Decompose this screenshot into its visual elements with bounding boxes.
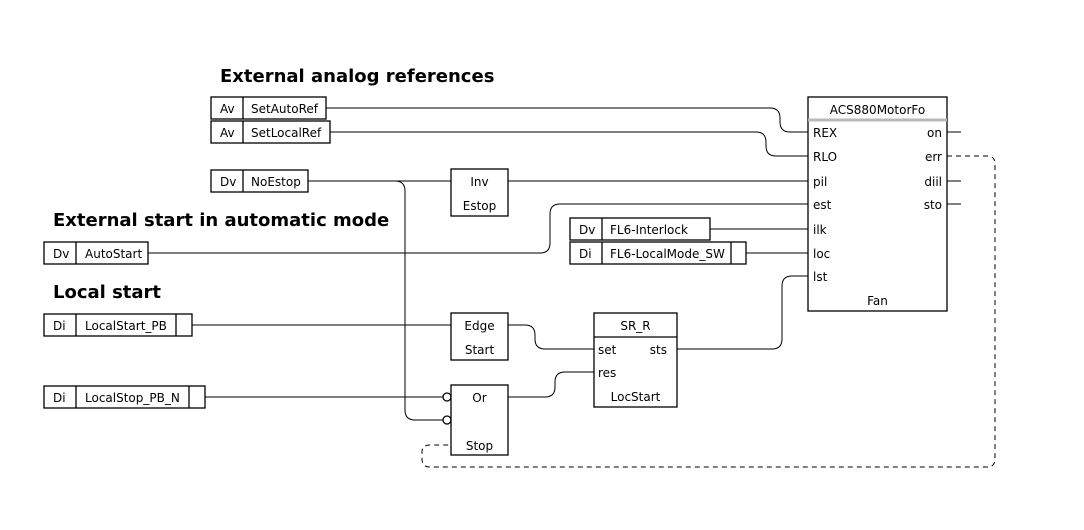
motor-input-pil: pil	[813, 175, 827, 189]
signal-fl6-localmode[interactable]: Di FL6-LocalMode_SW	[569, 241, 747, 265]
svg-text:LocalStart_PB: LocalStart_PB	[85, 319, 167, 333]
signal-localstart-pb[interactable]: Di LocalStart_PB	[43, 313, 193, 337]
svg-text:LocStart: LocStart	[611, 390, 661, 404]
block-or-stop[interactable]: Or Stop	[450, 384, 509, 456]
svg-text:FL6-Interlock: FL6-Interlock	[610, 223, 688, 237]
block-inv-estop[interactable]: Inv Estop	[450, 168, 509, 217]
wire-autostart-est	[148, 203, 808, 254]
svg-text:SetAutoRef: SetAutoRef	[251, 102, 319, 116]
signal-localstop-pb-n[interactable]: Di LocalStop_PB_N	[43, 385, 206, 409]
wire-edge-set	[508, 324, 594, 350]
svg-text:Av: Av	[220, 126, 235, 140]
heading-analog-references: External analog references	[220, 66, 494, 87]
svg-text:Start: Start	[465, 343, 495, 357]
block-edge-start[interactable]: Edge Start	[450, 312, 509, 361]
svg-text:Av: Av	[220, 102, 235, 116]
svg-text:Fan: Fan	[867, 294, 888, 308]
srr-output-sts: sts	[650, 343, 667, 357]
svg-text:Or: Or	[472, 391, 486, 405]
motor-input-loc: loc	[813, 247, 830, 261]
wire-setautoref-rex	[326, 107, 808, 133]
svg-text:Stop: Stop	[466, 439, 493, 453]
motor-input-est: est	[813, 198, 832, 212]
svg-text:Dv: Dv	[53, 247, 69, 261]
svg-text:Di: Di	[579, 247, 592, 261]
svg-text:Di: Di	[53, 319, 66, 333]
wire-or-res	[508, 371, 594, 398]
or-inverted-input-2	[442, 415, 452, 425]
motor-output-err: err	[925, 150, 942, 164]
motor-output-on: on	[927, 126, 942, 140]
srr-input-set: set	[598, 343, 617, 357]
or-inverted-input-1	[442, 392, 452, 402]
heading-auto-start: External start in automatic mode	[53, 210, 389, 231]
svg-text:Edge: Edge	[464, 319, 494, 333]
svg-text:AutoStart: AutoStart	[85, 247, 142, 261]
motor-input-lst: lst	[813, 270, 828, 284]
signal-setautoref[interactable]: Av SetAutoRef	[210, 96, 327, 120]
svg-text:SR_R: SR_R	[620, 319, 650, 333]
motor-input-rex: REX	[813, 126, 837, 140]
svg-text:Di: Di	[53, 391, 66, 405]
svg-text:LocalStop_PB_N: LocalStop_PB_N	[85, 391, 180, 405]
svg-text:NoEstop: NoEstop	[251, 175, 301, 189]
wire-sts-lst	[677, 275, 808, 350]
motor-input-ilk: ilk	[813, 223, 827, 237]
svg-text:Estop: Estop	[463, 199, 497, 213]
svg-text:SetLocalRef: SetLocalRef	[251, 126, 322, 140]
wire-err-feedback	[421, 155, 996, 468]
motor-output-sto: sto	[924, 198, 942, 212]
signal-fl6-interlock[interactable]: Dv FL6-Interlock	[569, 217, 711, 241]
heading-local-start: Local start	[53, 282, 161, 303]
svg-text:FL6-LocalMode_SW: FL6-LocalMode_SW	[610, 247, 725, 261]
signal-setlocalref[interactable]: Av SetLocalRef	[210, 120, 331, 144]
block-sr-r-locstart[interactable]: SR_R set res sts LocStart	[593, 312, 678, 408]
srr-input-res: res	[598, 366, 616, 380]
block-acs880-motor-fan[interactable]: ACS880MotorFo REX RLO pil est ilk loc ls…	[807, 96, 948, 312]
svg-text:Dv: Dv	[220, 175, 236, 189]
svg-text:Dv: Dv	[579, 223, 595, 237]
signal-noestop[interactable]: Dv NoEstop	[210, 169, 309, 193]
motor-input-rlo: RLO	[813, 150, 837, 164]
svg-text:Inv: Inv	[470, 175, 488, 189]
wire-noestop-or	[394, 180, 443, 421]
wire-setlocalref-rlo	[330, 131, 808, 157]
motor-output-diil: diil	[924, 175, 942, 189]
signal-autostart[interactable]: Dv AutoStart	[43, 241, 149, 265]
svg-text:ACS880MotorFo: ACS880MotorFo	[830, 103, 925, 117]
